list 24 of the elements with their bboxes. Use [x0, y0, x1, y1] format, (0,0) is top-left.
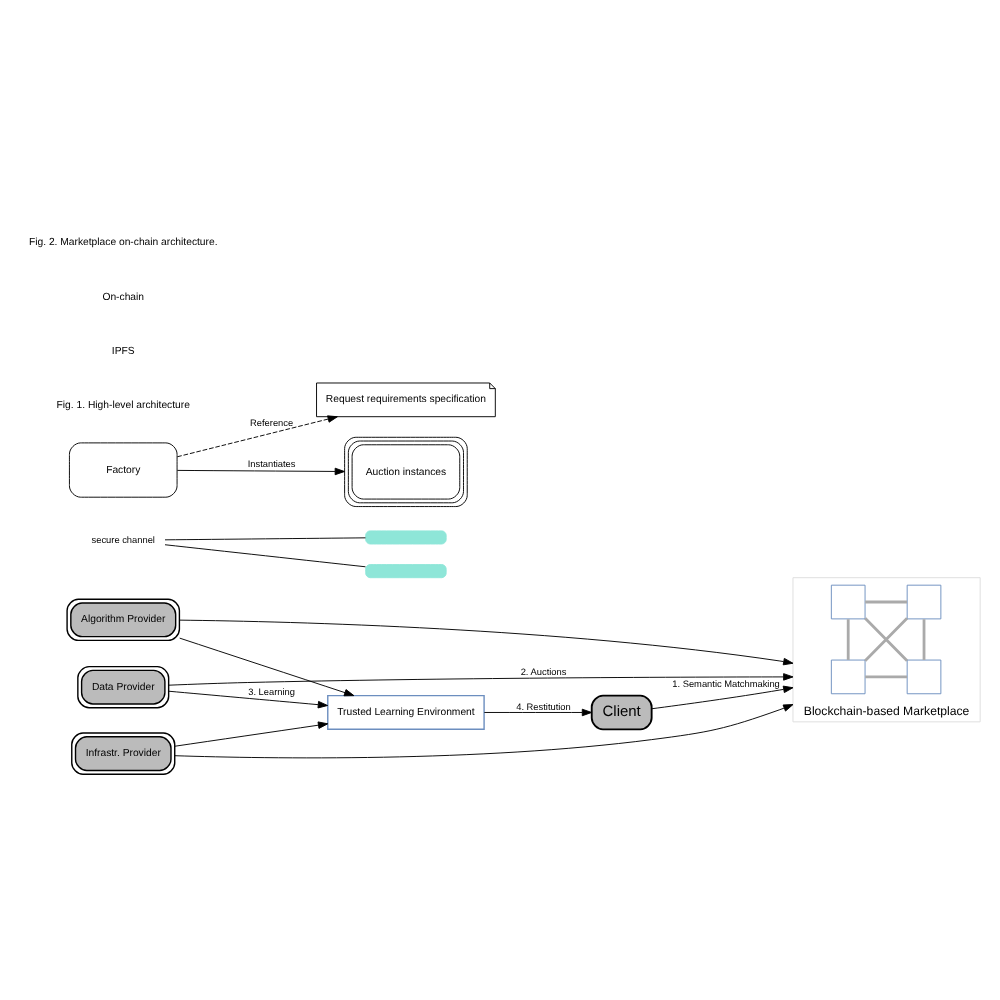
connector — [865, 675, 908, 679]
arrow — [176, 467, 345, 476]
connector — [864, 617, 909, 662]
node-band — [365, 530, 447, 545]
arrow — [483, 708, 593, 717]
connector — [164, 537, 366, 541]
arrow — [179, 637, 355, 697]
connector — [865, 600, 908, 604]
connector — [922, 619, 926, 660]
arrow — [168, 673, 794, 686]
node-box — [830, 659, 866, 695]
node-box — [906, 584, 942, 620]
node-box — [906, 659, 942, 695]
node-box: Client — [590, 694, 653, 731]
connector — [846, 619, 850, 660]
arrow — [176, 415, 338, 458]
node-band — [365, 564, 447, 579]
arrow — [651, 685, 794, 710]
arrow — [179, 619, 794, 666]
arrow — [174, 704, 794, 759]
connector — [164, 544, 366, 568]
arrow — [168, 690, 329, 709]
node-box — [830, 584, 866, 620]
arrow — [174, 721, 329, 747]
